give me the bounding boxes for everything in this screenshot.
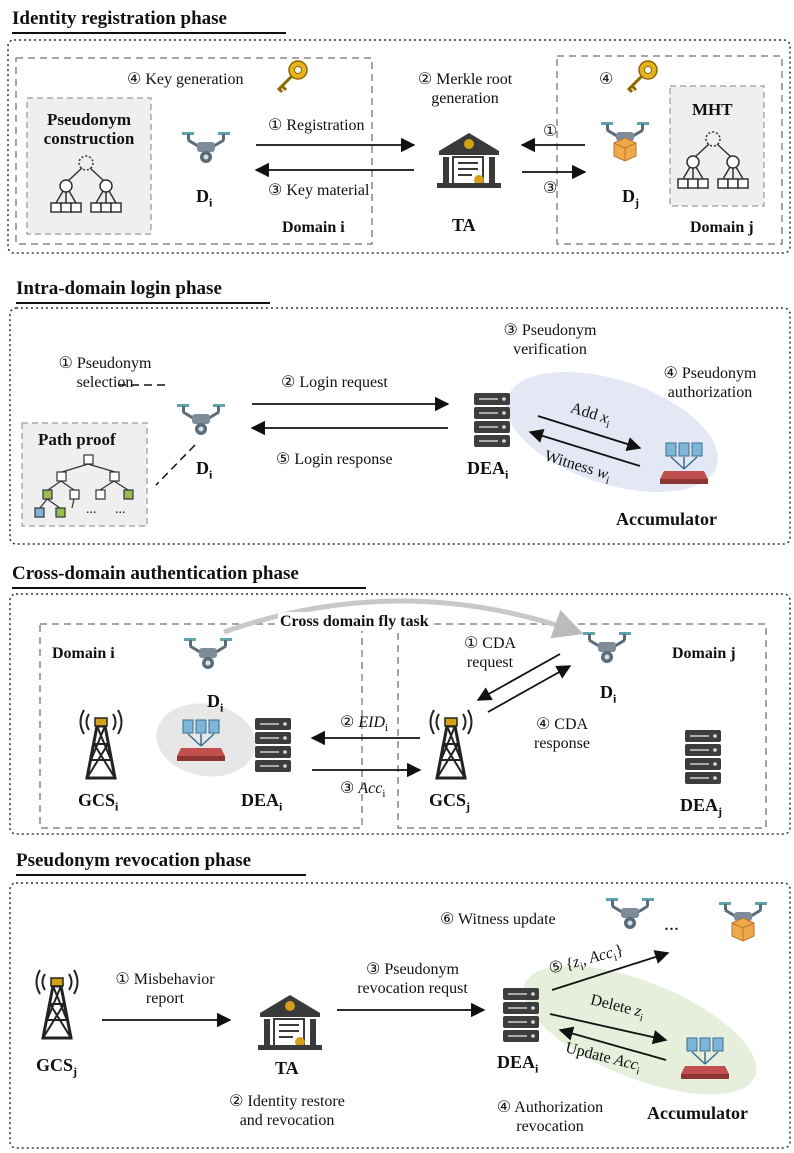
domain-j-label: Domain j: [672, 645, 736, 662]
dea-i-label: DEAi: [497, 1052, 539, 1076]
step4-label: ④: [599, 71, 614, 88]
login-request-label: ② Login request: [281, 374, 388, 391]
domain-i-label: Domain i: [52, 645, 115, 662]
ta-bank-icon: [257, 994, 323, 1051]
ta-label: TA: [452, 215, 476, 235]
drone-di-left-icon: [182, 636, 234, 671]
ta-bank-icon: [436, 132, 502, 189]
ellipsis: ...: [86, 502, 97, 517]
phase4-title: Pseudonym revocation phase: [16, 850, 306, 876]
cargo-drone-dj-icon: [599, 120, 651, 163]
di-left-label: Di: [207, 691, 224, 715]
di-right-label: Di: [600, 682, 617, 706]
gcs-i-label: GCSi: [78, 790, 119, 814]
key-icon: [626, 59, 659, 94]
step3-label: ③: [543, 180, 558, 197]
drone-di-icon: [175, 402, 227, 437]
drone-icon: [604, 896, 656, 931]
ta-label: TA: [275, 1058, 299, 1078]
step1-label: ①: [543, 123, 558, 140]
key-material-label: ③ Key material: [268, 182, 370, 199]
path-proof-label: Path proof: [38, 430, 116, 449]
server-dea-i-icon: [254, 717, 292, 773]
drone-di-icon: [180, 130, 232, 165]
server-dea-icon: [473, 392, 511, 448]
phase3-title: Cross-domain authentication phase: [12, 563, 366, 589]
drone-di-right-icon: [581, 630, 633, 665]
ellipsis: ...: [664, 913, 679, 935]
gcs-j-label: GCSj: [36, 1055, 78, 1079]
di-label: Di: [196, 186, 213, 210]
phase2-title: Intra-domain login phase: [16, 278, 270, 304]
dea-i-label: DEAi: [241, 790, 283, 814]
login-response-label: ⑤ Login response: [276, 451, 393, 468]
key-icon: [276, 59, 309, 94]
witness-update-label: ⑥ Witness update: [440, 911, 556, 928]
eid-label: ② EIDi: [340, 714, 389, 735]
server-dea-j-icon: [684, 729, 722, 785]
phase1-title: Identity registration phase: [12, 8, 286, 34]
di-label: Di: [196, 458, 213, 482]
dea-i-label: DEAi: [467, 458, 509, 482]
cargo-drone-icon: [717, 900, 769, 943]
dj-label: Dj: [622, 186, 639, 210]
registration-label: ① Registration: [268, 117, 365, 134]
ellipsis: ...: [115, 502, 126, 517]
domain-j-label: Domain j: [690, 219, 754, 236]
fly-task-label: Cross domain fly task: [278, 612, 431, 631]
accumulator-label: Accumulator: [647, 1103, 748, 1123]
key-generation-label: ④ Key generation: [127, 71, 244, 88]
gcs-tower-j-icon: [429, 708, 473, 780]
mht-label: MHT: [692, 100, 733, 119]
gcs-tower-i-icon: [79, 708, 123, 780]
gcs-j-label: GCSj: [429, 790, 471, 814]
dea-j-label: DEAj: [680, 795, 723, 819]
acc-label: ③ Acci: [340, 780, 386, 801]
gcs-tower-j-icon: [35, 968, 79, 1040]
path-proof-tree-icon: [34, 454, 134, 518]
accumulator-label: Accumulator: [616, 509, 717, 529]
domain-i-label: Domain i: [282, 219, 345, 236]
